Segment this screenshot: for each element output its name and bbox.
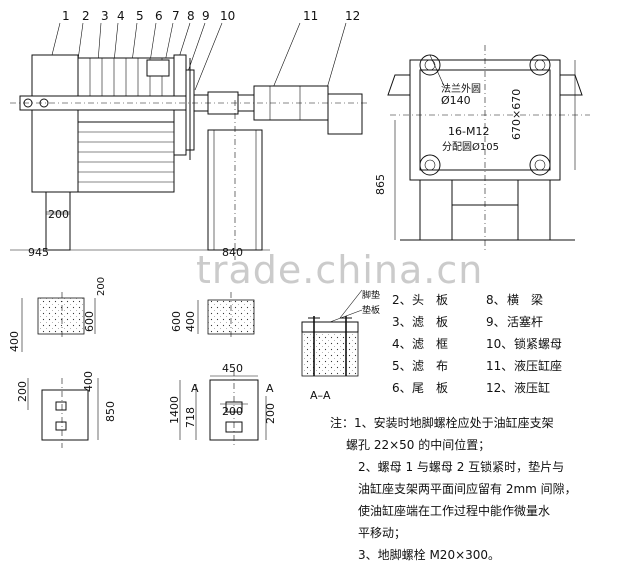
part-number-1: 1	[62, 9, 70, 23]
notes-line-7: 3、地脚螺栓 M20×300。	[358, 548, 501, 562]
legend-name-5: 滤 布	[412, 359, 448, 373]
foundation-detail-2: 600 400	[170, 292, 255, 340]
legend-num-6: 6、	[392, 381, 412, 395]
part-number-11: 11	[303, 9, 318, 23]
anchor-section-detail: 脚垫 垫板 A–A	[301, 289, 380, 402]
legend-name-11: 液压缸座	[514, 358, 562, 373]
watermark: trade.china.cn	[196, 248, 484, 292]
dim-865: 865	[374, 174, 387, 195]
legend-name-8: 横 梁	[507, 292, 543, 307]
foundation-detail-3: 200 400 850	[16, 371, 117, 448]
part-number-3: 3	[101, 9, 109, 23]
bolt-count-label: 16-M12	[448, 125, 489, 138]
part-number-10: 10	[220, 9, 235, 23]
legend-num-8: 8、	[486, 293, 506, 307]
legend-name-6: 尾 板	[412, 381, 448, 395]
part-number-12: 12	[345, 9, 360, 23]
part-number-4: 4	[117, 9, 125, 23]
f2-dim-600: 600	[170, 311, 183, 332]
leader-lines	[51, 22, 347, 96]
notes-line-2: 螺孔 22×50 的中间位置；	[346, 438, 491, 452]
dim-945: 945	[28, 246, 49, 259]
legend-name-2: 头 板	[412, 293, 448, 307]
notes-line-4: 油缸座支架两平面间应留有 2mm 间隙，	[358, 482, 577, 496]
dim-200-main: 200	[48, 208, 69, 221]
part-number-8: 8	[187, 9, 195, 23]
parts-legend: 2、 头 板 8、 横 梁 3、 滤 板 9、 活塞杆 4、 滤 框 10、 锁…	[392, 292, 562, 395]
anchor-label-1: 脚垫	[362, 289, 380, 301]
section-aa-label: A–A	[310, 389, 331, 402]
legend-num-3: 3、	[392, 315, 412, 329]
legend-name-3: 滤 板	[412, 315, 448, 329]
flange-circle-label: 法兰外圆	[441, 82, 481, 95]
f1-dim-400: 400	[8, 331, 21, 352]
notes-line-5: 使油缸座端在工作过程中能作微量水	[358, 504, 551, 518]
flange-dia-label: Ø140	[441, 94, 471, 107]
f4-dim-1400: 1400	[168, 396, 181, 424]
notes-line-3: 2、螺母 1 与螺母 2 互锁紧时，垫片与	[358, 460, 565, 474]
f4-dim-450: 450	[222, 362, 243, 375]
legend-num-12: 12、	[486, 381, 513, 395]
foundation-detail-4: 450 200 1400 718 200 A A	[168, 362, 277, 448]
legend-name-10: 锁紧螺母	[514, 336, 562, 351]
filter-press-front-view: 200 945 840	[10, 54, 370, 260]
part-number-9: 9	[202, 9, 210, 23]
legend-num-9: 9、	[486, 315, 506, 329]
f4-dim-718: 718	[184, 407, 197, 428]
part-number-labels: 1 2 3 4 5 6 7 8 9 10 11 12	[62, 9, 360, 23]
dim-840: 840	[222, 246, 243, 259]
section-mark-a-left: A	[191, 382, 199, 395]
f1-dim-200: 200	[96, 277, 107, 296]
legend-num-2: 2、	[392, 293, 412, 307]
part-number-7: 7	[172, 9, 180, 23]
f3-dim-850: 850	[104, 401, 117, 422]
notes-line-1: 注：1、安装时地脚螺栓应处于油缸座支架	[330, 416, 554, 430]
legend-name-4: 滤 框	[412, 337, 448, 351]
part-number-6: 6	[155, 9, 163, 23]
bolt-circle-label: 分配圆Ø105	[442, 141, 499, 153]
part-number-5: 5	[136, 9, 144, 23]
anchor-label-2: 垫板	[362, 304, 380, 316]
legend-num-5: 5、	[392, 359, 412, 373]
foundation-detail-1: 400 600 200	[8, 277, 107, 352]
f1-dim-600: 600	[83, 311, 96, 332]
notes-line-6: 平移动；	[358, 526, 407, 540]
f4-dim-200-side: 200	[264, 403, 277, 424]
f3-dim-200: 200	[16, 381, 29, 402]
f4-dim-200-mid: 200	[222, 405, 243, 418]
legend-num-10: 10、	[486, 337, 513, 351]
end-section-view: 865 670×670 法兰外圆 Ø140 16-M12 分配圆Ø105	[374, 45, 590, 250]
dim-670x670: 670×670	[510, 89, 523, 140]
legend-num-11: 11、	[486, 359, 513, 373]
legend-name-9: 活塞杆	[507, 314, 543, 329]
legend-num-4: 4、	[392, 337, 412, 351]
section-mark-a-right: A	[266, 382, 274, 395]
legend-name-12: 液压缸	[514, 380, 550, 395]
f3-dim-400: 400	[82, 371, 95, 392]
part-number-2: 2	[82, 9, 90, 23]
f2-dim-400: 400	[184, 311, 197, 332]
